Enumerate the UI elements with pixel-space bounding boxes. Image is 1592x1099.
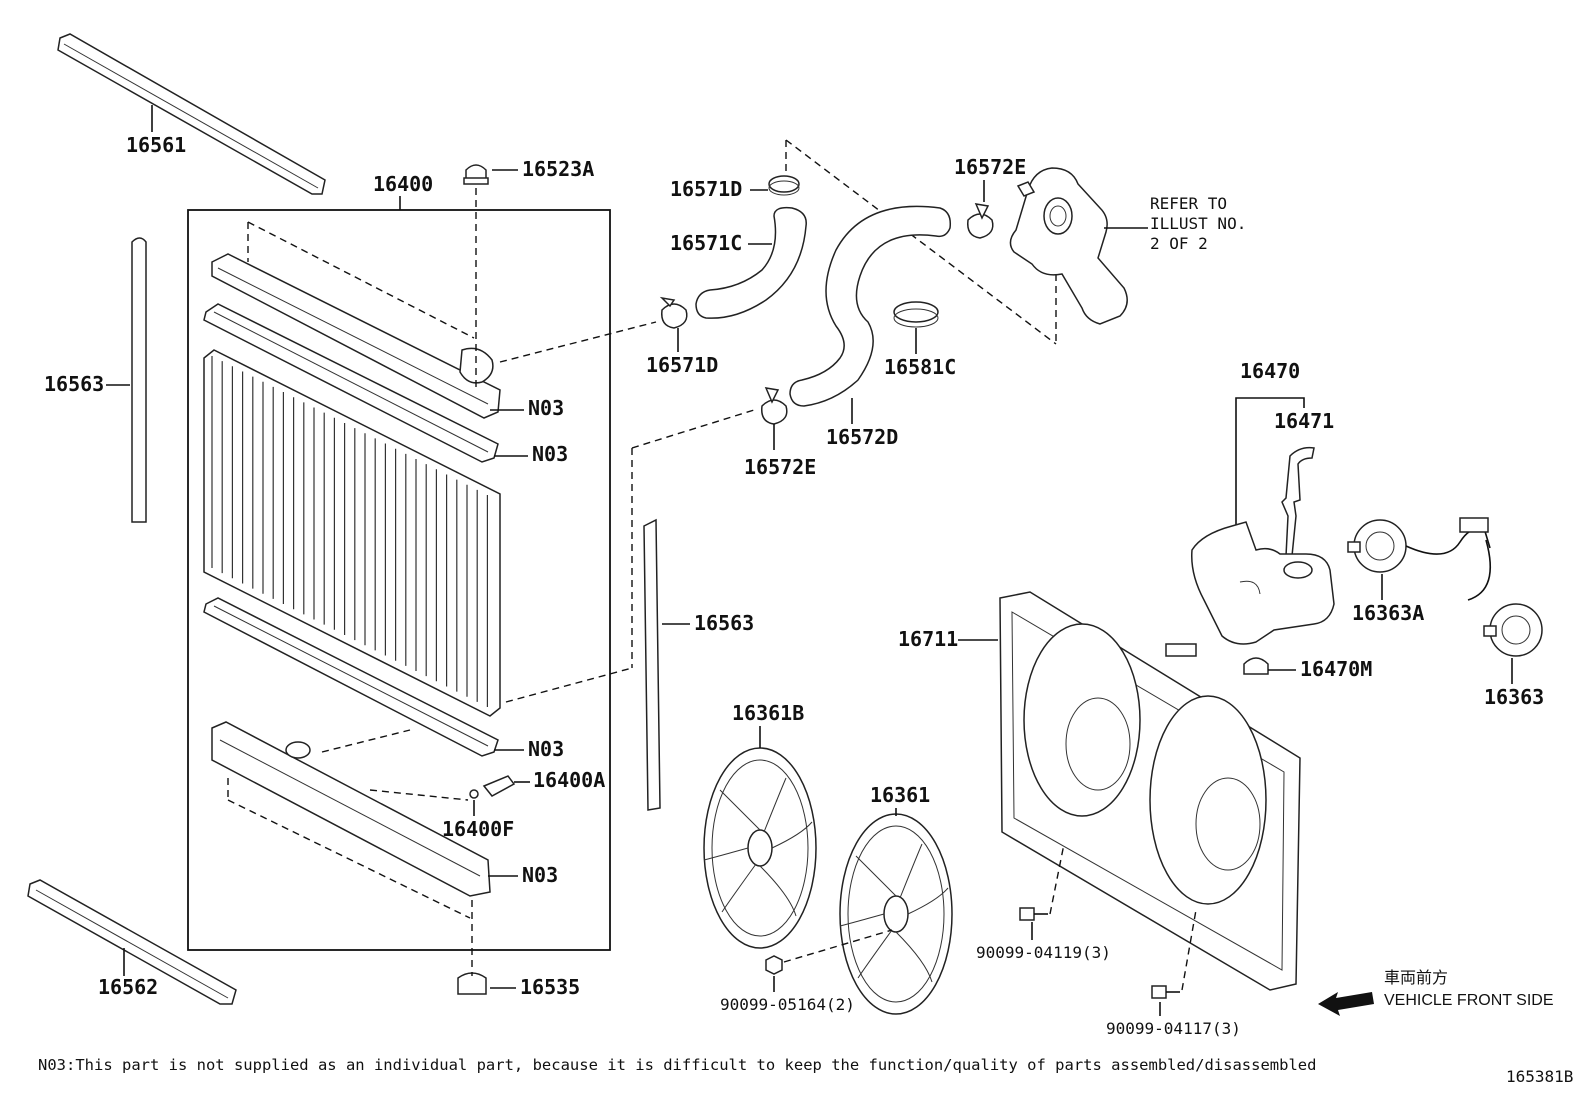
label-16471: 16471 <box>1274 409 1334 433</box>
hose-clamp-16572E-bottom <box>761 387 788 425</box>
label-16563-right: 16563 <box>694 611 754 635</box>
lower-cushion <box>457 972 487 995</box>
label-90099-05164: 90099-05164(2) <box>720 995 855 1014</box>
label-16572E-bottom: 16572E <box>744 455 816 479</box>
refer-line-3: 2 OF 2 <box>1150 234 1208 253</box>
bolt-90099-04117 <box>1151 985 1180 999</box>
refer-line-2: ILLUST NO. <box>1150 214 1246 233</box>
label-16572D: 16572D <box>826 425 898 449</box>
refer-line-1: REFER TO <box>1150 194 1227 213</box>
radiator-core <box>203 349 501 717</box>
label-16470: 16470 <box>1240 359 1300 383</box>
label-n03-lower-tank: N03 <box>522 863 558 887</box>
water-outlet-housing <box>1009 167 1128 325</box>
upper-gasket <box>203 303 499 463</box>
label-16523A: 16523A <box>522 157 594 181</box>
label-16361B: 16361B <box>732 701 804 725</box>
hose-clamp-16572E-top <box>967 203 994 239</box>
label-16571D-top: 16571D <box>670 177 742 201</box>
upper-tank <box>211 253 501 419</box>
lower-hose-16572D <box>789 205 952 407</box>
bolt-90099-04119 <box>1019 907 1048 921</box>
fan-16361 <box>839 813 953 1015</box>
label-16581C: 16581C <box>884 355 956 379</box>
side-seal-left <box>131 237 147 523</box>
fan-16361B <box>703 747 817 949</box>
label-16563-left: 16563 <box>44 372 104 396</box>
lower-tank <box>211 721 491 897</box>
footnote-n03: N03:This part is not supplied as an indi… <box>38 1056 1316 1074</box>
label-16400F: 16400F <box>442 817 514 841</box>
label-90099-04119: 90099-04119(3) <box>976 943 1111 962</box>
label-16470M: 16470M <box>1300 657 1372 681</box>
upper-hose-16571C <box>695 206 807 319</box>
reservoir-tank-16470 <box>1191 521 1335 645</box>
nut-90099-05164 <box>765 955 783 975</box>
label-16400: 16400 <box>373 172 433 196</box>
front-arrow-icon <box>1318 992 1374 1016</box>
label-16400A: 16400A <box>533 768 605 792</box>
fan-motor-16363 <box>1483 603 1543 657</box>
side-seal-right <box>643 518 661 811</box>
label-90099-04117: 90099-04117(3) <box>1106 1019 1241 1038</box>
label-16361: 16361 <box>870 783 930 807</box>
hose-clamp-16571D-bottom <box>659 296 688 329</box>
label-16363A: 16363A <box>1352 601 1424 625</box>
fan-motor-16363A <box>1347 517 1492 601</box>
vehicle-front-japanese: 車両前方 <box>1384 969 1448 987</box>
label-16572E-top: 16572E <box>954 155 1026 179</box>
label-16561: 16561 <box>126 133 186 157</box>
hose-clamp-16571D-top <box>768 175 800 196</box>
label-n03-lower-gasket: N03 <box>528 737 564 761</box>
reservoir-clip-16470M <box>1243 657 1269 675</box>
upper-seal-16561 <box>57 33 326 195</box>
fan-shroud-16711 <box>999 591 1301 991</box>
label-16562: 16562 <box>98 975 158 999</box>
hose-clamp-16581C <box>893 301 939 328</box>
label-16571C: 16571C <box>670 231 742 255</box>
lower-gasket <box>203 597 499 757</box>
label-16363: 16363 <box>1484 685 1544 709</box>
upper-cushion <box>463 164 489 185</box>
label-16711: 16711 <box>898 627 958 651</box>
label-16571D-bottom: 16571D <box>646 353 718 377</box>
diagram-id: 165381B <box>1506 1067 1573 1086</box>
lower-seal-16562 <box>27 879 237 1005</box>
reservoir-hose-16471 <box>1281 446 1315 557</box>
label-n03-upper-tank: N03 <box>528 396 564 420</box>
drain-cock <box>469 775 516 799</box>
radiator-assembly-frame <box>187 209 611 951</box>
vehicle-front-side: VEHICLE FRONT SIDE <box>1384 992 1554 1009</box>
label-16535: 16535 <box>520 975 580 999</box>
label-n03-upper-gasket: N03 <box>532 442 568 466</box>
